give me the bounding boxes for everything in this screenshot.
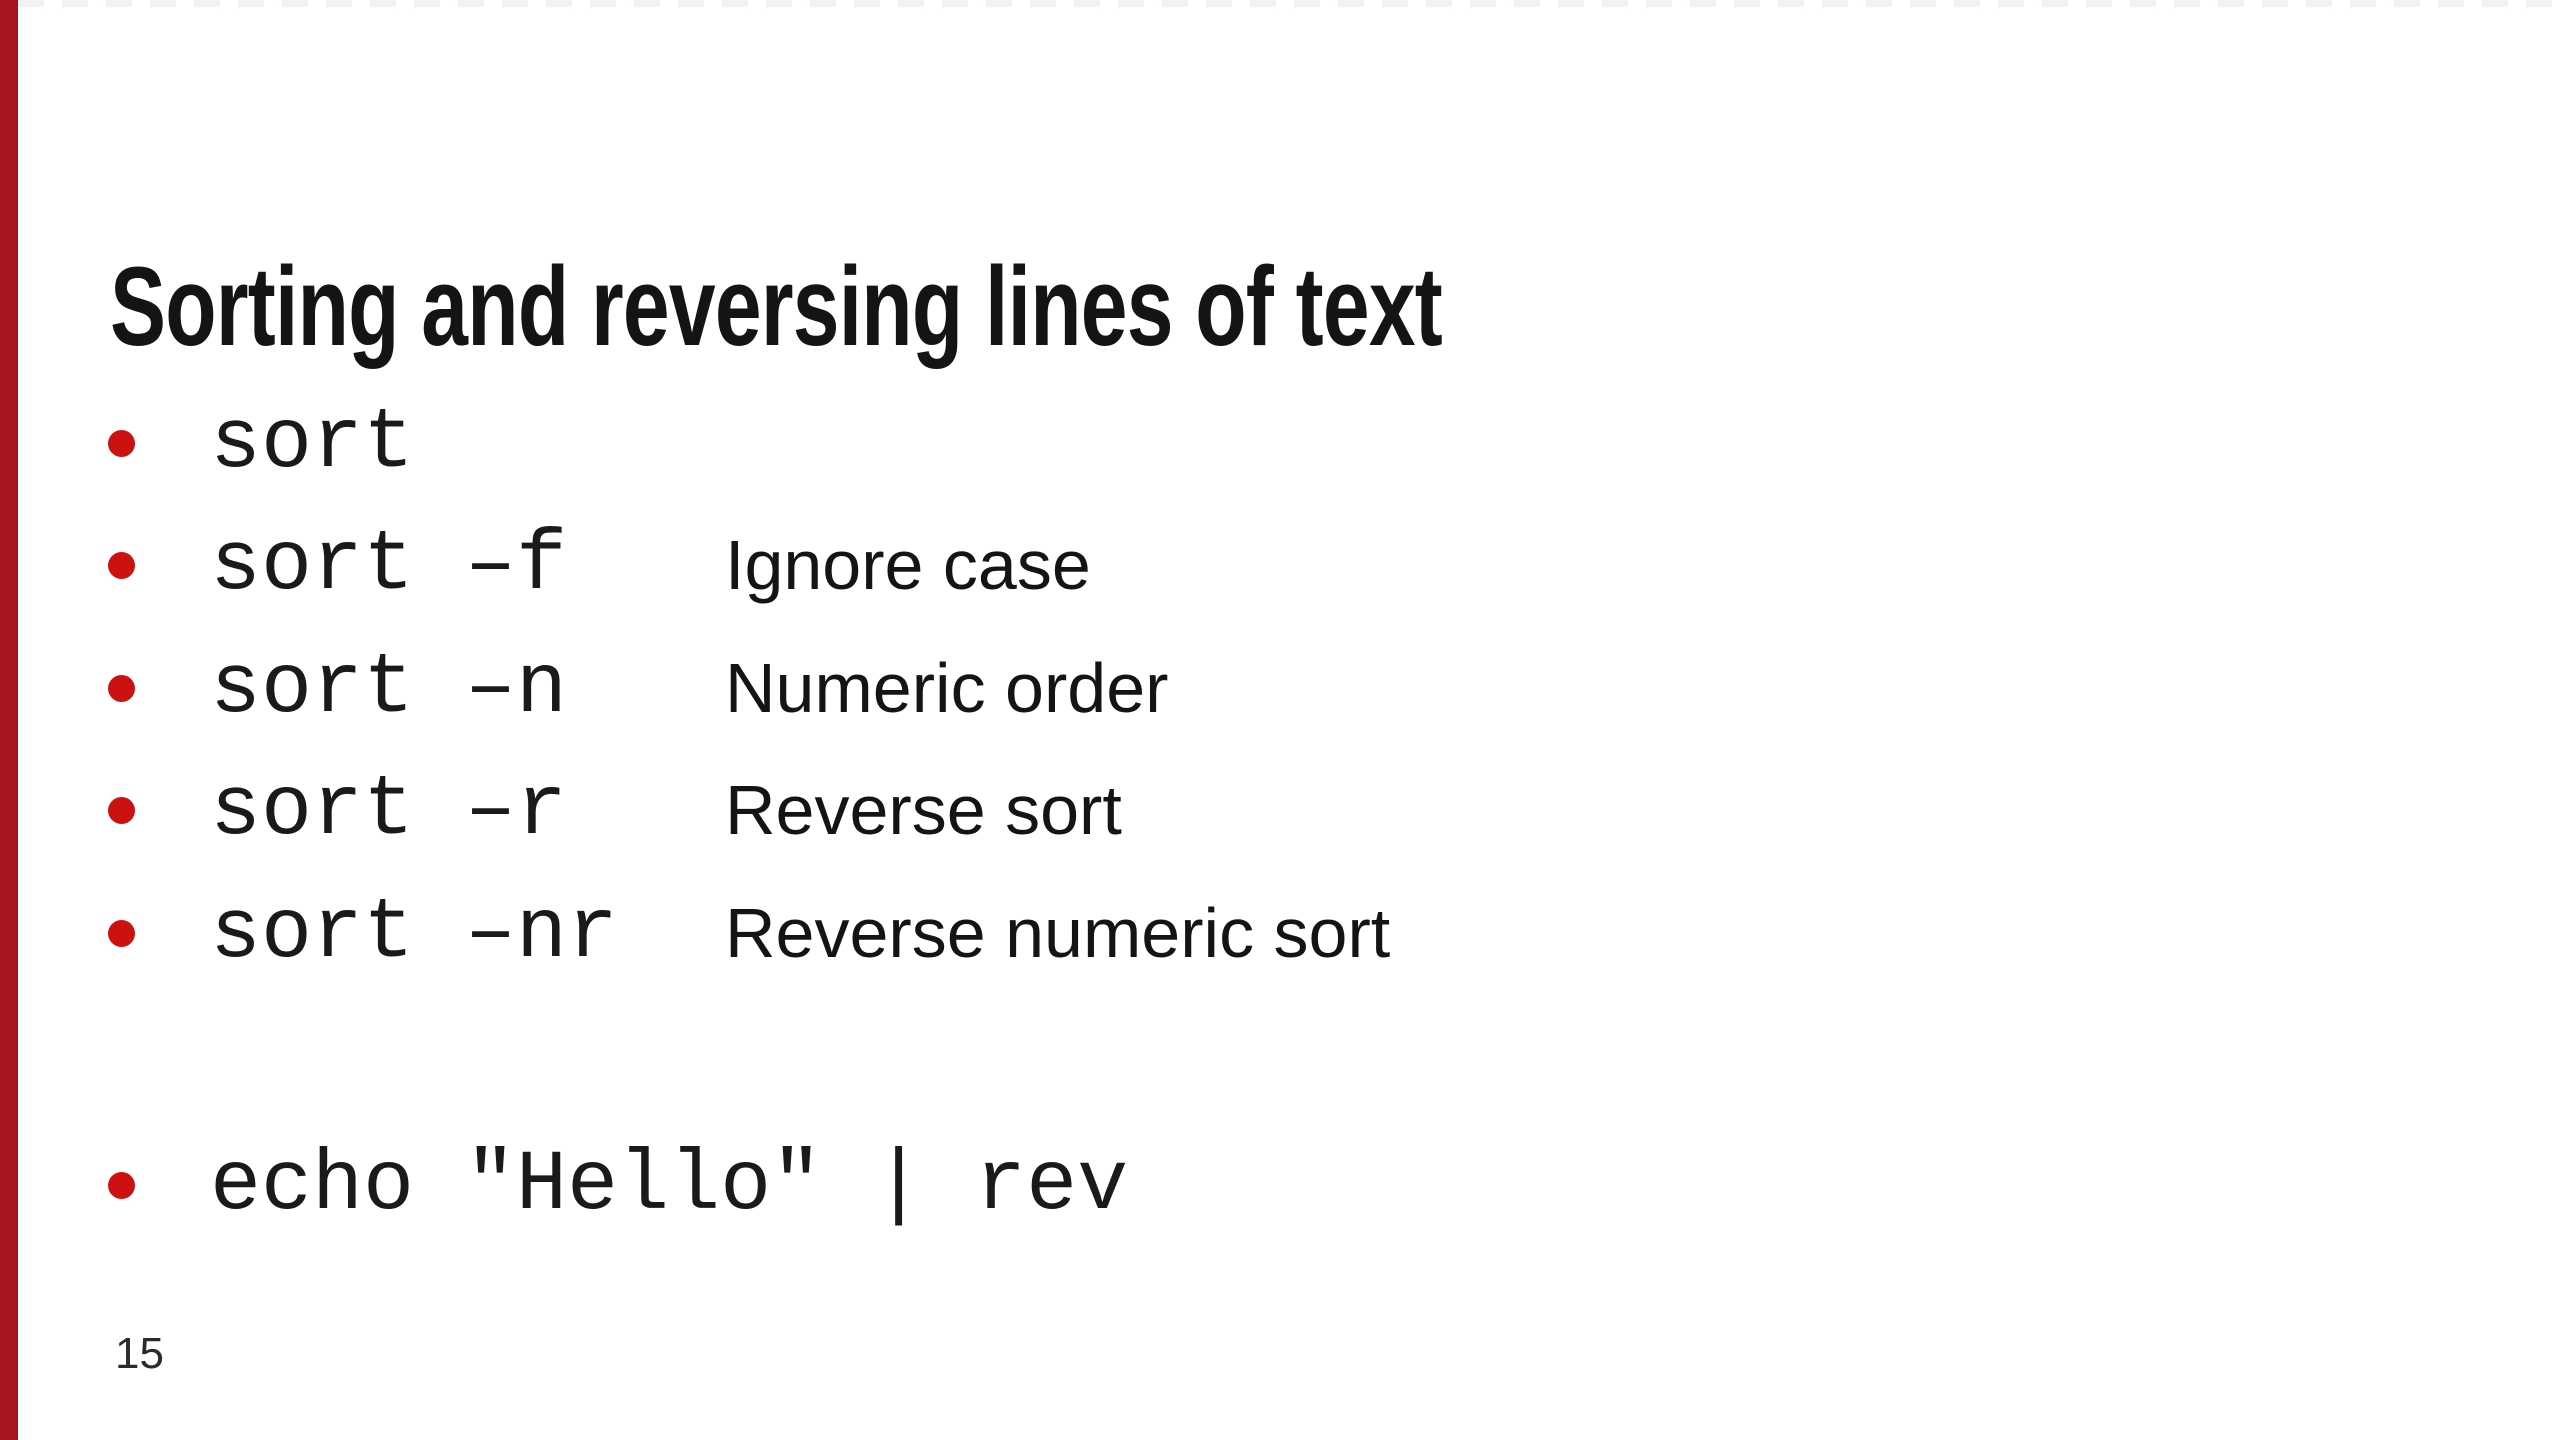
page-title: Sorting and reversing lines of text bbox=[110, 251, 1886, 363]
description-text: Ignore case bbox=[725, 526, 1091, 604]
top-edge-artifact bbox=[18, 0, 2560, 7]
bullet-dot-icon bbox=[108, 429, 135, 457]
command-text: sort –nr bbox=[210, 884, 619, 982]
bullet-row: sort –r Reverse sort bbox=[0, 749, 1122, 871]
command-text: sort bbox=[210, 394, 415, 492]
bullet-row: sort –f Ignore case bbox=[0, 504, 1091, 626]
bullet-dot-icon bbox=[108, 1171, 135, 1199]
bullet-dot-icon bbox=[108, 551, 135, 579]
left-accent-bar bbox=[0, 0, 18, 1440]
bullet-row: sort bbox=[0, 382, 725, 504]
command-text: sort –n bbox=[210, 639, 568, 737]
command-text: echo "Hello" | rev bbox=[210, 1136, 1129, 1234]
bullet-dot-icon bbox=[108, 919, 135, 947]
bullet-dot-icon bbox=[108, 796, 135, 824]
bullet-row: sort –nr Reverse numeric sort bbox=[0, 872, 1390, 994]
bullet-dot-icon bbox=[108, 674, 135, 702]
description-text: Reverse numeric sort bbox=[725, 894, 1391, 972]
description-text: Reverse sort bbox=[725, 771, 1122, 849]
bullet-row-echo: echo "Hello" | rev bbox=[0, 1124, 1128, 1246]
page-title-text: Sorting and reversing lines of text bbox=[110, 244, 1443, 370]
command-text: sort –f bbox=[210, 516, 568, 614]
page-number: 15 bbox=[115, 1329, 164, 1378]
command-text: sort –r bbox=[210, 761, 568, 859]
description-text: Numeric order bbox=[725, 649, 1169, 727]
bullet-row: sort –n Numeric order bbox=[0, 627, 1168, 749]
